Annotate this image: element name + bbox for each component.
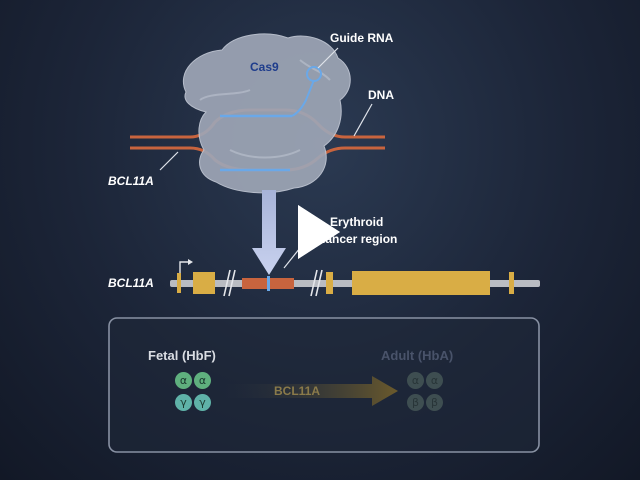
dna-leader bbox=[353, 103, 373, 137]
play-overlay-icon[interactable] bbox=[298, 205, 340, 259]
cas9-texture bbox=[199, 59, 331, 159]
fetal-gamma-2: γ bbox=[194, 394, 211, 411]
enhancer-label-line1: Erythroid bbox=[330, 215, 384, 229]
switch-arrow-icon bbox=[222, 376, 398, 406]
guide-rna-leader bbox=[317, 47, 339, 69]
bcl11a-gene-track bbox=[170, 259, 540, 297]
arrow-label: BCL11A bbox=[274, 384, 321, 398]
bcl11a-top-label: BCL11A bbox=[108, 174, 154, 188]
adult-alpha-2: α bbox=[426, 372, 443, 389]
adult-beta-1: β bbox=[407, 394, 424, 411]
down-arrow-icon bbox=[252, 190, 286, 275]
fetal-gamma-1: γ bbox=[175, 394, 192, 411]
bcl11a-leader bbox=[159, 151, 179, 171]
play-overlay[interactable] bbox=[290, 200, 350, 264]
adult-label: Adult (HbA) bbox=[381, 348, 454, 363]
dna-label: DNA bbox=[368, 88, 394, 102]
guide-rna bbox=[220, 66, 322, 172]
exon-marker bbox=[177, 273, 181, 293]
fetal-alpha-1: α bbox=[175, 372, 192, 389]
fetal-alpha-2: α bbox=[194, 372, 211, 389]
bcl11a-gene-label: BCL11A bbox=[108, 276, 154, 290]
break-mark-2 bbox=[310, 269, 323, 297]
cut-site bbox=[267, 276, 270, 291]
exon-1 bbox=[193, 272, 215, 294]
exon-3 bbox=[352, 271, 490, 295]
promoter-arrowhead-icon bbox=[188, 259, 193, 265]
cas9-protein bbox=[183, 33, 351, 194]
enhancer-leader bbox=[283, 247, 301, 269]
adult-alpha-1: α bbox=[407, 372, 424, 389]
exon-4 bbox=[509, 272, 514, 294]
fetal-label: Fetal (HbF) bbox=[148, 348, 216, 363]
guide-rna-label: Guide RNA bbox=[330, 31, 394, 45]
exon-2 bbox=[326, 272, 333, 294]
adult-beta-2: β bbox=[426, 394, 443, 411]
cas9-label: Cas9 bbox=[250, 60, 279, 74]
break-mark-1 bbox=[223, 269, 236, 297]
promoter-arrow-icon bbox=[179, 261, 190, 273]
